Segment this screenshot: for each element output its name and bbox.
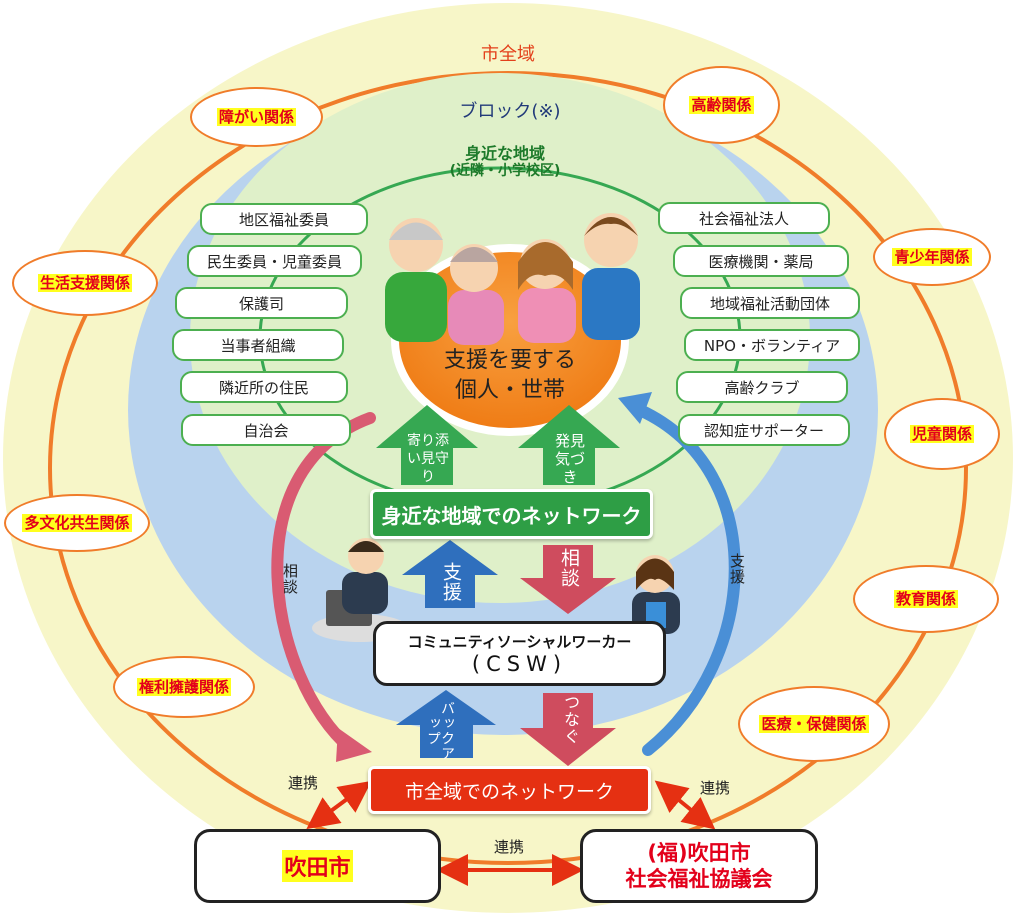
watch-arrow-label: 寄り添い見守り: [407, 433, 449, 485]
member-probation: 保護司: [175, 287, 348, 319]
member-district-welfare: 地区福祉委員: [200, 203, 368, 235]
consult-down-arrow: [520, 545, 616, 614]
consult-curve-arrow: [271, 412, 376, 754]
local-network-banner: 身近な地域でのネットワーク: [370, 489, 653, 539]
field-education-label: 教育関係: [893, 590, 958, 608]
people-illustration: [385, 213, 640, 345]
field-youth-label: 青少年関係: [892, 248, 972, 266]
field-livelihood-label: 生活支援関係: [37, 274, 132, 292]
city-wide-label: 市全域: [481, 44, 535, 65]
local-network-label: 身近な地域でのネットワーク: [381, 503, 642, 528]
field-rights: 権利擁護関係: [113, 656, 255, 718]
member-welfare-commissioner: 民生委員・児童委員: [187, 245, 362, 277]
member-elderly-club: 高齢クラブ: [676, 371, 848, 403]
member-social-welfare-corp: 社会福祉法人: [658, 202, 830, 234]
support-curve-arrowhead: [618, 392, 652, 424]
member-dementia-supporter: 認知症サポーター: [678, 414, 850, 446]
csw-label: コミュニティソーシャルワーカー: [407, 633, 632, 651]
member-neighbors: 隣近所の住民: [180, 371, 348, 403]
field-rights-label: 権利擁護関係: [136, 678, 231, 696]
field-medical-label: 医療・保健関係: [759, 715, 869, 733]
block-label: ブロック(※): [459, 101, 561, 122]
field-livelihood: 生活支援関係: [12, 250, 158, 316]
connect-down-arrow: [520, 693, 616, 766]
backup-arrow-label: バックアップ: [425, 701, 455, 761]
center-line1: 支援を要する: [443, 348, 576, 373]
member-party-org: 当事者組織: [172, 329, 344, 361]
backup-up-arrow: [396, 690, 496, 758]
center-line2: 個人・世帯: [454, 378, 565, 403]
link-left-label: 連携: [287, 774, 318, 792]
member-residents-assoc: 自治会: [181, 414, 351, 446]
field-multicultural-label: 多文化共生関係: [22, 514, 132, 532]
csw-abbrev: (CSW): [471, 652, 568, 676]
council-box: (福)吹田市 社会福祉協議会: [580, 829, 818, 903]
field-youth: 青少年関係: [873, 228, 991, 286]
connect-arrow-label: つなぐ: [561, 694, 580, 745]
member-local-welfare-groups: 地域福祉活動団体: [680, 287, 860, 319]
city-office-box: 吹田市: [194, 829, 441, 903]
field-elderly-label: 高齢関係: [689, 96, 754, 114]
link-right-label: 連携: [699, 779, 730, 797]
field-disability: 障がい関係: [190, 87, 323, 147]
watch-arrow: [376, 405, 478, 485]
field-disability-label: 障がい関係: [216, 108, 296, 126]
discover-arrow: [518, 405, 620, 485]
city-office-label: 吹田市: [282, 850, 353, 882]
side-support-label: 支援: [728, 553, 746, 585]
council-label-line2: 社会福祉協議会: [625, 867, 773, 891]
council-label-line1: (福)吹田市: [647, 841, 751, 865]
support-up-label: 支援: [440, 562, 462, 602]
link-arrow-right: [654, 780, 716, 830]
field-education: 教育関係: [853, 565, 999, 633]
field-medical: 医療・保健関係: [738, 686, 890, 762]
city-network-banner: 市全域でのネットワーク: [368, 766, 651, 814]
member-medical-pharmacy: 医療機関・薬局: [673, 245, 849, 277]
field-elderly: 高齢関係: [663, 66, 780, 144]
field-child: 児童関係: [884, 398, 1000, 470]
member-npo-volunteer: NPO・ボランティア: [684, 329, 860, 361]
consult-curve-arrowhead: [336, 728, 372, 762]
local-area-sub: (近隣・小学校区): [449, 163, 561, 179]
city-network-label: 市全域でのネットワーク: [404, 780, 614, 803]
csw-box: コミュニティソーシャルワーカー (CSW): [373, 621, 666, 686]
field-multicultural: 多文化共生関係: [4, 494, 150, 552]
local-area-label: 身近な地域: [464, 144, 545, 163]
link-bottom-label: 連携: [493, 838, 524, 856]
field-child-label: 児童関係: [909, 425, 974, 443]
link-arrow-left: [306, 780, 372, 830]
discover-arrow-label: 発見気づき: [554, 432, 585, 486]
csw-worker-left: [312, 538, 408, 642]
support-up-arrow: [402, 540, 498, 608]
consult-down-label: 相談: [558, 548, 580, 588]
side-consult-label: 相談: [281, 563, 299, 595]
